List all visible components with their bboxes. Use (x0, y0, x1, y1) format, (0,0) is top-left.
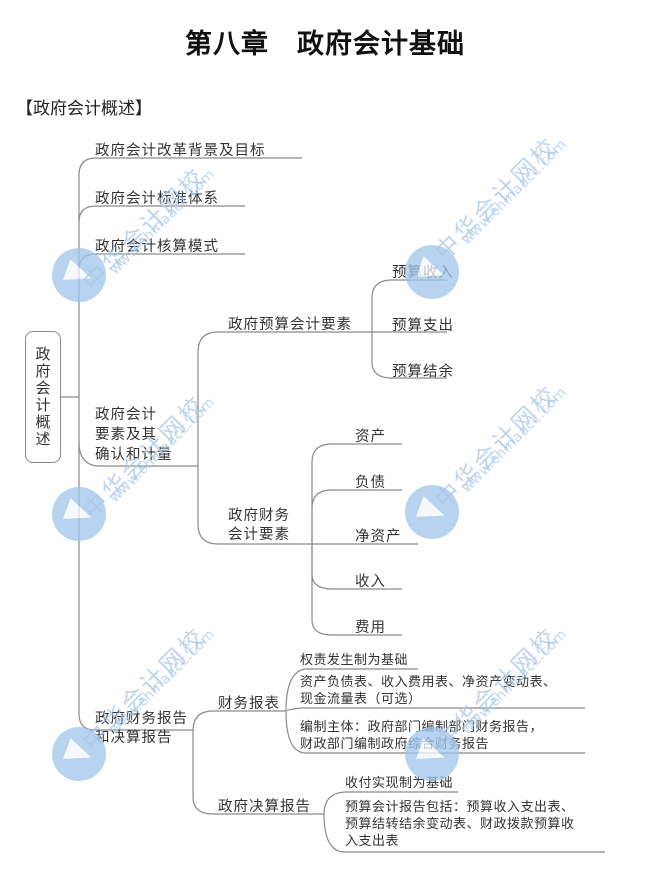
leaf-preparing-entity: 编制主体：政府部门编制部门财务报告， 财政部门编制政府综合财务报告 (300, 719, 543, 753)
branch-line: 政府财务报告 (95, 711, 188, 727)
branch-financial-final-report: 政府财务报告 和决算报告 (95, 710, 188, 748)
leaf-budget-report-contents: 预算会计报告包括：预算收入支出表、 预算结转结余变动表、财政拨款预算收 入支出表 (345, 799, 575, 850)
leaf-line: 财政部门编制政府综合财务报告 (300, 737, 490, 752)
leaf-cash-basis: 收付实现制为基础 (345, 775, 453, 792)
node-financial-statements: 财务报表 (218, 696, 280, 712)
leaf-line: 预算会计报告包括：预算收入支出表、 (345, 800, 575, 815)
leaf-line: 编制主体：政府部门编制部门财务报告， (300, 720, 544, 735)
leaf-line: 收付实现制为基础 (345, 776, 454, 791)
branch-standard-system: 政府会计标准体系 (95, 191, 219, 207)
node-financial-elements: 政府财务 会计要素 (228, 507, 290, 545)
leaf-line: 预算结转结余变动表、财政拨款预算收 (345, 817, 575, 832)
leaf-line: 入支出表 (345, 834, 400, 849)
branch-line: 和决算报告 (95, 730, 173, 746)
leaf-budget-revenue: 预算收入 (392, 265, 454, 281)
leaf-liabilities: 负债 (355, 475, 386, 491)
leaf-line: 现金流量表（可选） (300, 692, 422, 707)
leaf-statement-list: 资产负债表、收入费用表、净资产变动表、 现金流量表（可选） (300, 674, 557, 708)
branch-line: 要素及其 (95, 427, 157, 443)
leaf-net-assets: 净资产 (355, 529, 402, 545)
mindmap-root-node: 政府会计概述 (25, 331, 61, 463)
node-line: 会计要素 (228, 527, 290, 543)
branch-accounting-model: 政府会计核算模式 (95, 239, 219, 255)
leaf-revenue: 收入 (355, 574, 386, 590)
branch-line: 确认和计量 (95, 447, 173, 463)
branch-line: 政府会计 (95, 407, 157, 423)
leaf-accrual-basis: 权责发生制为基础 (300, 652, 408, 669)
branch-elements-recognition: 政府会计 要素及其 确认和计量 (95, 405, 173, 465)
node-final-accounts-report: 政府决算报告 (218, 799, 311, 815)
node-line: 政府财务 (228, 508, 290, 524)
node-budget-elements: 政府预算会计要素 (228, 317, 352, 333)
leaf-assets: 资产 (355, 429, 386, 445)
root-label: 政府会计概述 (33, 346, 52, 448)
leaf-line: 资产负债表、收入费用表、净资产变动表、 (300, 675, 557, 690)
leaf-budget-surplus: 预算结余 (392, 364, 454, 380)
leaf-expenses: 费用 (355, 620, 386, 636)
leaf-line: 权责发生制为基础 (300, 653, 409, 668)
section-heading: 【政府会计概述】 (16, 99, 152, 119)
page-title: 第八章 政府会计基础 (185, 29, 465, 60)
branch-reform-background: 政府会计改革背景及目标 (95, 143, 266, 159)
leaf-budget-expenditure: 预算支出 (392, 318, 454, 334)
